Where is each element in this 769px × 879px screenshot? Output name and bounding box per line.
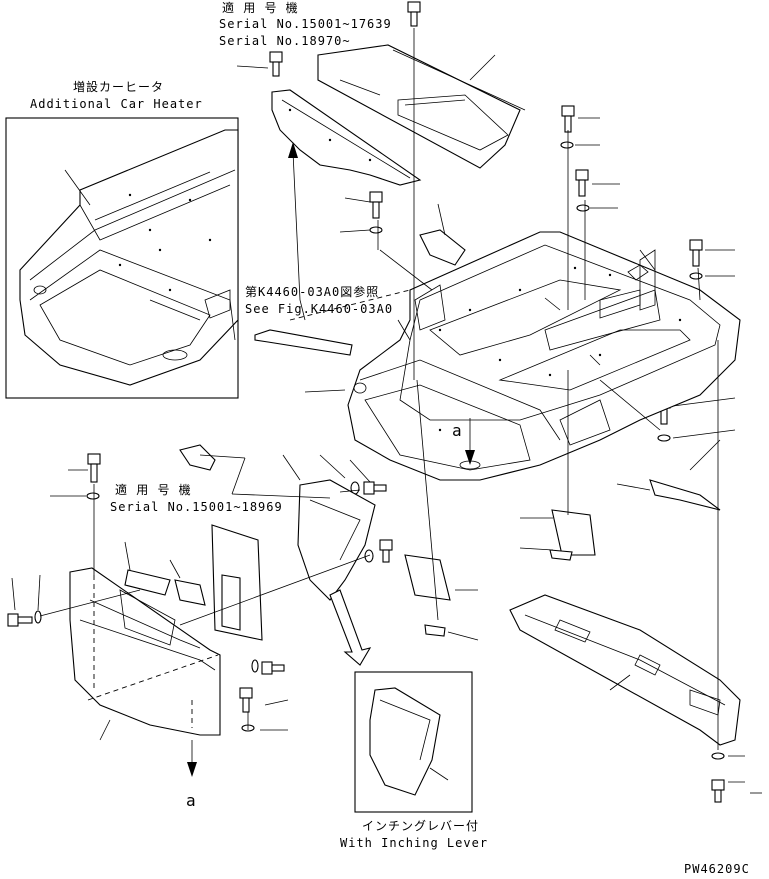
- inching-inset-frame: [354, 671, 473, 813]
- view-a-label-bottom: a: [186, 791, 196, 810]
- bracket-small: [179, 444, 216, 471]
- view-a-label-top: a: [452, 421, 462, 440]
- drawing-code: PW46209C: [684, 862, 750, 876]
- applicable-mid-label: 適 用 号 機: [115, 482, 192, 497]
- inching-label-jp: インチングレバー付: [362, 819, 479, 833]
- washer-icon: [251, 659, 259, 673]
- big-arrow-left-icon: [254, 329, 353, 356]
- washer-icon: [369, 226, 383, 234]
- bolt-icon: [575, 169, 589, 197]
- serial-range-3: Serial No.15001~18969: [110, 500, 283, 514]
- bolt-icon: [689, 239, 703, 267]
- arrows: [187, 142, 475, 777]
- washer-icon: [34, 610, 42, 624]
- bracket-small: [419, 229, 466, 266]
- washer-icon: [576, 204, 590, 212]
- washer-icon: [711, 752, 725, 760]
- leader-lines: [39, 28, 721, 750]
- pedal-cover: [297, 479, 376, 601]
- serial-range-2: Serial No.18970~: [219, 34, 351, 48]
- bolt-icon: [363, 481, 387, 495]
- clip-small: [424, 624, 446, 637]
- serial-range-1: Serial No.15001~17639: [219, 17, 392, 31]
- curved-cover-panel: [271, 89, 422, 186]
- bolts: [7, 1, 725, 803]
- right-side-cover: [509, 594, 741, 746]
- heater-label-jp: 増設カーヒータ: [73, 79, 164, 94]
- bracket-small: [124, 569, 171, 596]
- bolt-icon: [87, 453, 101, 483]
- plate-small: [551, 509, 596, 556]
- bolt-icon: [407, 1, 421, 27]
- bolt-icon: [711, 779, 725, 803]
- bracket-small: [174, 579, 206, 606]
- washer-icon: [689, 272, 703, 280]
- washer-icon: [86, 492, 100, 500]
- top-insulation-plate: [317, 44, 526, 169]
- bolt-icon: [379, 539, 393, 563]
- heater-inset: [5, 117, 239, 399]
- arrow-see-fig: [292, 151, 306, 321]
- bolt-icon: [7, 613, 33, 627]
- inching-label-en: With Inching Lever: [340, 836, 488, 850]
- see-fig-label-en: See Fig.K4460-03A0: [245, 302, 393, 316]
- bolt-icon: [269, 51, 283, 77]
- heater-floor-panel: [19, 129, 239, 386]
- clip-small: [549, 549, 573, 561]
- washer-icon: [657, 434, 671, 442]
- applicable-top-label: 適 用 号 機: [222, 0, 299, 15]
- bracket-small: [649, 479, 721, 511]
- callout-ticks: [11, 65, 762, 794]
- big-arrow-down-icon: [329, 589, 372, 666]
- bolt-icon: [261, 661, 285, 675]
- inching-lever-inset: [354, 671, 473, 813]
- bolt-icon: [369, 191, 383, 219]
- panel-inset: [221, 574, 241, 631]
- bolt-icon: [239, 687, 253, 713]
- heater-label-en: Additional Car Heater: [30, 97, 203, 111]
- bolt-icon: [561, 105, 575, 133]
- washer-icon: [364, 549, 374, 563]
- see-fig-label-jp: 第K4460-03A0図参照: [245, 284, 379, 299]
- plate-small: [404, 554, 451, 601]
- main-floor-assembly: [347, 231, 741, 481]
- washer-icon: [560, 141, 574, 149]
